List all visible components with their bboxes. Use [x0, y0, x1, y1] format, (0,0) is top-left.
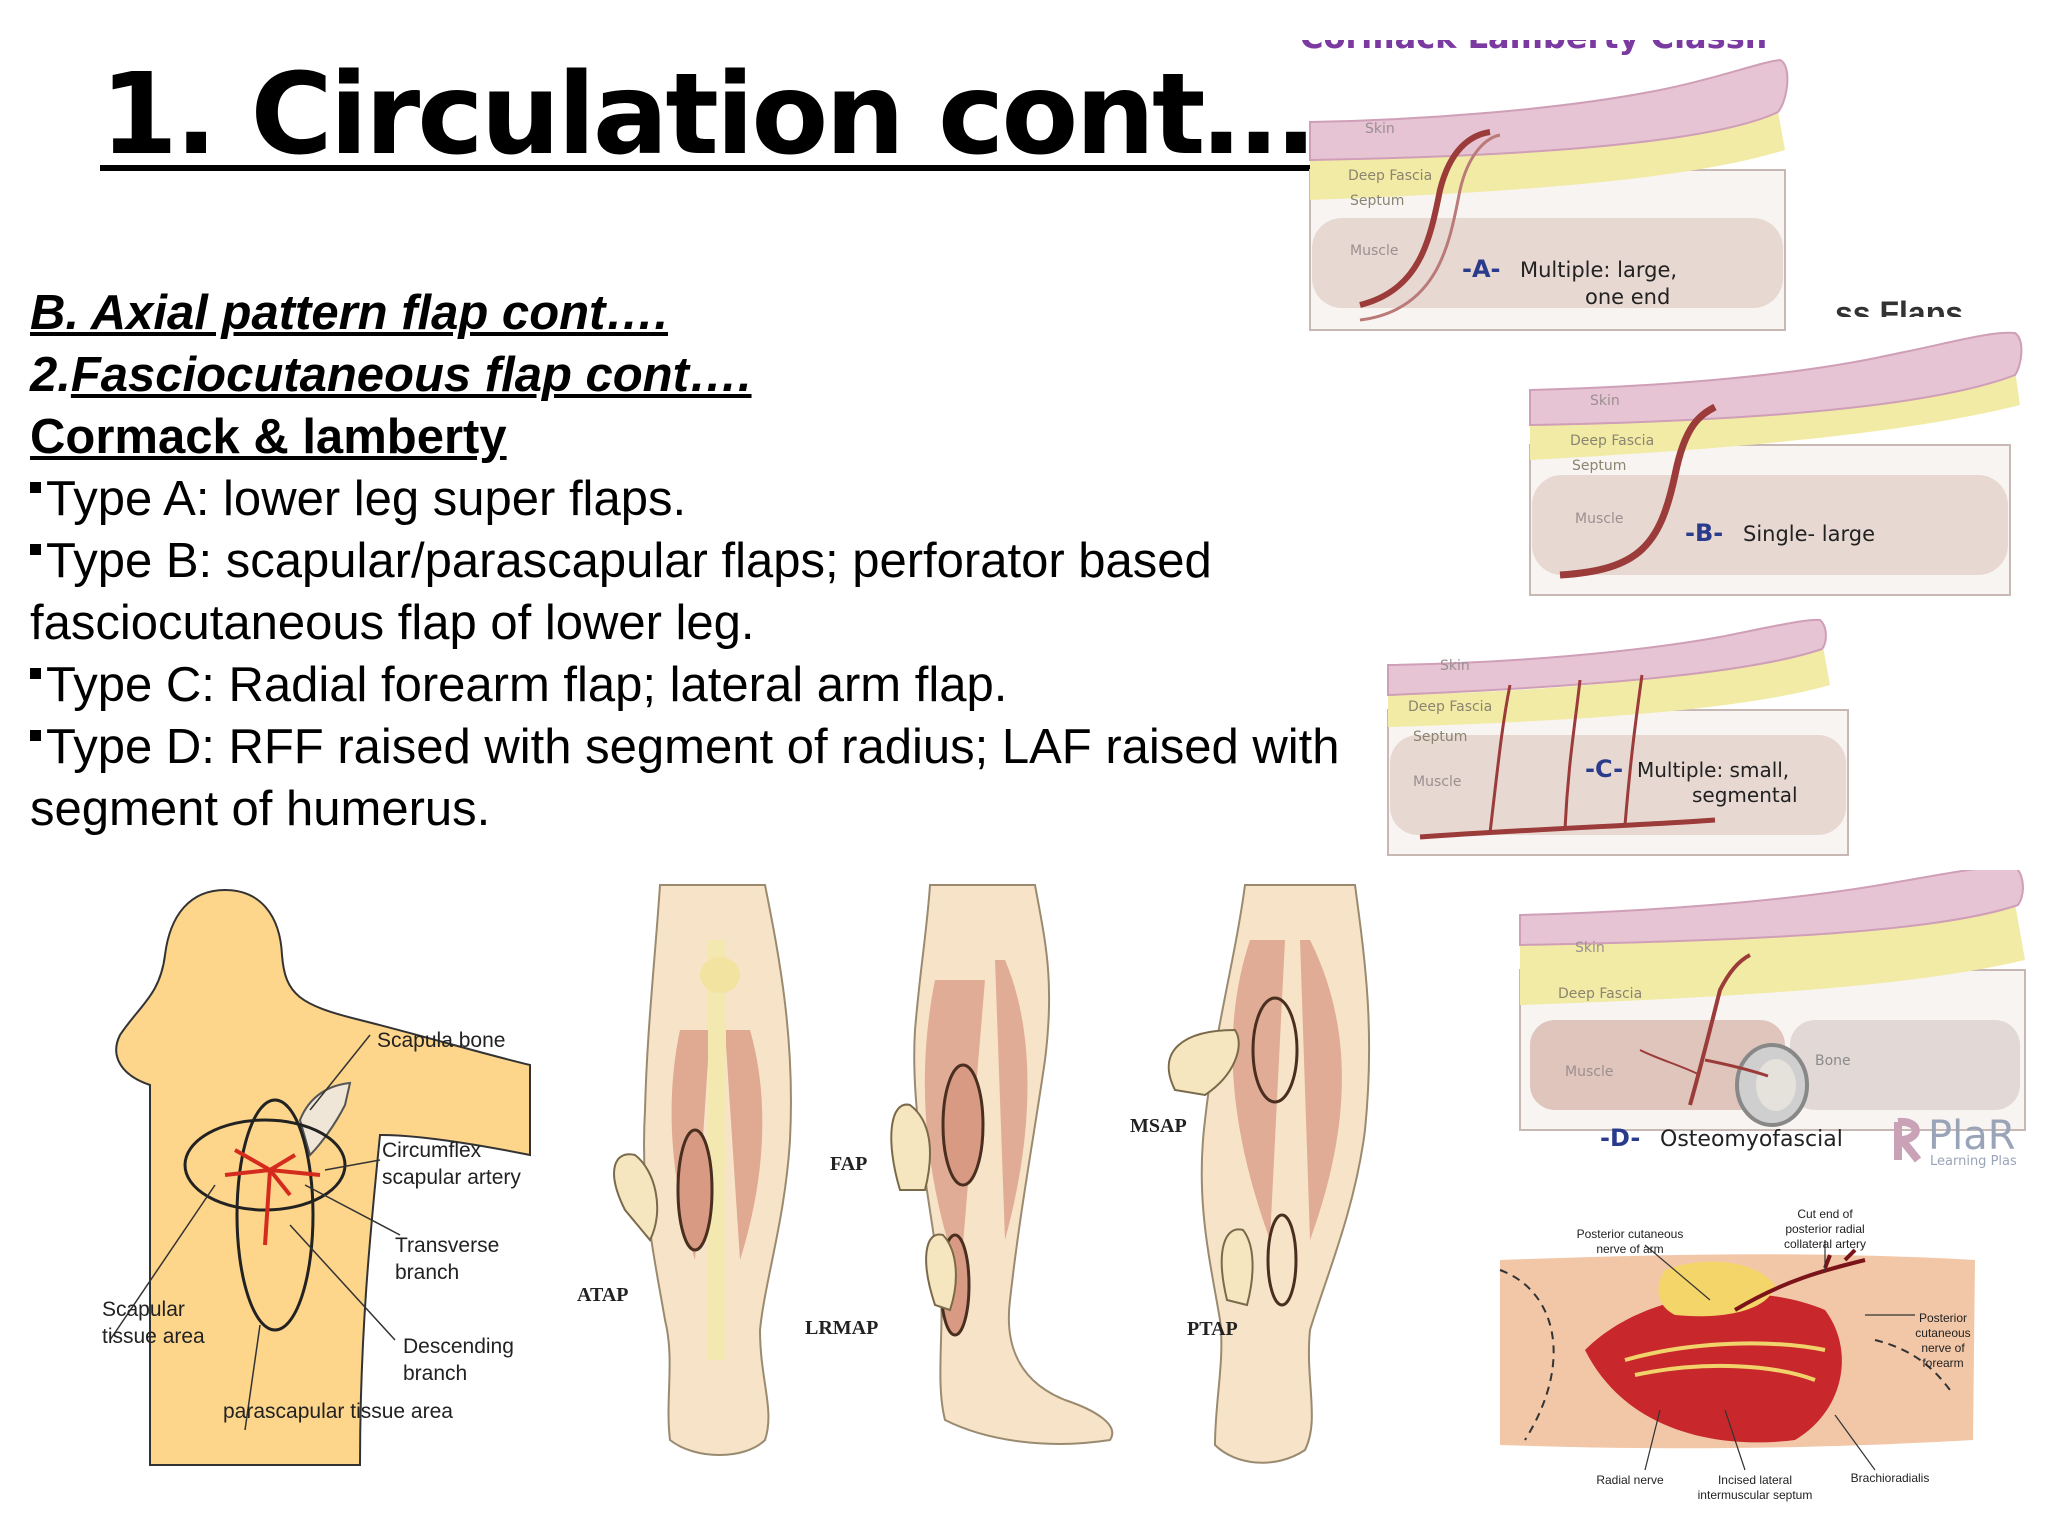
- scapular-flap-figure: Scapula bone Circumflex scapular artery …: [102, 888, 531, 1466]
- label-fap: FAP: [830, 1153, 867, 1175]
- type-b-letter: -B-: [1685, 519, 1723, 547]
- label-posterior-cutaneous-1: Posterior cutaneous: [1577, 1227, 1684, 1241]
- layer-deep-fascia-label: Deep Fascia: [1570, 433, 1654, 449]
- layer-deep-fascia-label: Deep Fascia: [1558, 986, 1642, 1002]
- label-cut-end-2: posterior radial: [1785, 1222, 1864, 1236]
- bullet-type-c: Type C: Radial forearm flap; lateral arm…: [30, 654, 1450, 716]
- cormack-diagram-c: Skin Deep Fascia Septum Muscle -C- Multi…: [1387, 618, 1849, 856]
- diagram-partial-caption: ss Flaps: [1835, 295, 1964, 317]
- heading-axial-pattern: B. Axial pattern flap cont….: [30, 286, 668, 340]
- label-transverse-1: Transverse: [395, 1234, 499, 1257]
- type-a-letter: -A-: [1462, 255, 1501, 283]
- bullet-type-d-continuation: segment of humerus.: [30, 782, 491, 836]
- layer-skin-label: Skin: [1440, 658, 1470, 674]
- type-d-letter: -D-: [1600, 1124, 1640, 1152]
- layer-bone-label: Bone: [1815, 1053, 1851, 1069]
- label-posterior-forearm-2: cutaneous: [1915, 1326, 1970, 1340]
- heading-cormack-lamberty: Cormack & lamberty: [30, 410, 507, 464]
- slide-body: B. Axial pattern flap cont…. 2.Fasciocut…: [30, 282, 1450, 840]
- bullet-square-icon: [30, 730, 41, 741]
- watermark-text: PlaR: [1928, 1113, 2016, 1159]
- label-incised-1: Incised lateral: [1718, 1473, 1792, 1487]
- layer-muscle-label: Muscle: [1413, 774, 1461, 790]
- bullet-type-b: Type B: scapular/parascapular flaps; per…: [30, 530, 1450, 592]
- label-incised-2: intermuscular septum: [1698, 1488, 1813, 1502]
- label-posterior-forearm-3: nerve of: [1921, 1341, 1965, 1355]
- label-msap: MSAP: [1130, 1115, 1187, 1137]
- bullet-square-icon: [30, 482, 41, 493]
- label-lrmap: LRMAP: [805, 1317, 878, 1339]
- layer-muscle-label: Muscle: [1575, 511, 1623, 527]
- type-c-line2: segmental: [1692, 783, 1798, 807]
- label-radial-nerve: Radial nerve: [1596, 1473, 1664, 1487]
- layer-septum-label: Septum: [1572, 458, 1626, 474]
- type-b-line1: Single- large: [1743, 522, 1875, 546]
- label-posterior-forearm-4: forearm: [1922, 1356, 1963, 1370]
- type-a-line1: Multiple: large,: [1520, 258, 1677, 282]
- label-circumflex-1: Circumflex: [382, 1139, 482, 1162]
- type-d-line1: Osteomyofascial: [1660, 1127, 1843, 1152]
- bullet-type-d: Type D: RFF raised with segment of radiu…: [30, 716, 1450, 778]
- lateral-arm-flap-figure: Posterior cutaneous nerve of arm Cut end…: [1499, 1207, 1975, 1502]
- heading-fasciocutaneous: Fasciocutaneous flap cont….: [70, 348, 752, 402]
- label-atap: ATAP: [577, 1284, 628, 1306]
- cormack-diagram-d: Skin Deep Fascia Muscle Bone -D- Osteomy…: [1519, 870, 2026, 1169]
- label-scapular-2: tissue area: [102, 1325, 205, 1348]
- layer-septum-label: Septum: [1413, 729, 1467, 745]
- label-descending-1: Descending: [403, 1335, 514, 1358]
- layer-skin-label: Skin: [1365, 121, 1395, 137]
- layer-deep-fascia-label: Deep Fascia: [1348, 168, 1432, 184]
- cormack-diagram-a: Cormack Lamberty Classif Skin Deep Fasci…: [1300, 40, 1789, 331]
- layer-muscle-label: Muscle: [1565, 1064, 1613, 1080]
- layer-deep-fascia-label: Deep Fascia: [1408, 699, 1492, 715]
- layer-septum-label: Septum: [1350, 193, 1404, 209]
- cormack-diagram-b: Skin Deep Fascia Septum Muscle -B- Singl…: [1529, 331, 2023, 596]
- slide-title: 1. Circulation cont….: [100, 50, 1354, 180]
- label-posterior-forearm-1: Posterior: [1919, 1311, 1967, 1325]
- diagram-header-partial: Cormack Lamberty Classif: [1300, 40, 1771, 56]
- type-c-line1: Multiple: small,: [1637, 758, 1789, 782]
- label-posterior-cutaneous-2: nerve of arm: [1596, 1242, 1663, 1256]
- label-circumflex-2: scapular artery: [382, 1166, 521, 1189]
- watermark-subtext: Learning Plas: [1930, 1154, 2017, 1169]
- label-scapular-1: Scapular: [102, 1298, 185, 1321]
- label-descending-2: branch: [403, 1362, 467, 1385]
- bullet-square-icon: [30, 668, 41, 679]
- label-cut-end-1: Cut end of: [1797, 1207, 1853, 1221]
- label-parascapular: parascapular tissue area: [223, 1400, 453, 1423]
- label-scapula-bone: Scapula bone: [377, 1029, 505, 1052]
- bullet-square-icon: [30, 544, 41, 555]
- label-brachioradialis: Brachioradialis: [1851, 1471, 1930, 1485]
- layer-skin-label: Skin: [1590, 393, 1620, 409]
- label-cut-end-3: collateral artery: [1784, 1237, 1866, 1251]
- bullet-type-b-continuation: fasciocutaneous flap of lower leg.: [30, 596, 755, 650]
- type-a-line2: one end: [1585, 285, 1670, 309]
- leg-perforator-figure: ATAP FAP LRMAP MSAP PTAP: [577, 884, 1371, 1464]
- bullet-type-a: Type A: lower leg super flaps.: [30, 468, 1450, 530]
- type-c-letter: -C-: [1585, 755, 1623, 783]
- label-transverse-2: branch: [395, 1261, 459, 1284]
- heading-2-prefix: 2.: [30, 348, 71, 402]
- layer-skin-label: Skin: [1575, 940, 1605, 956]
- label-ptap: PTAP: [1187, 1318, 1238, 1340]
- plar-logo-icon: [1894, 1117, 1922, 1163]
- layer-muscle-label: Muscle: [1350, 243, 1398, 259]
